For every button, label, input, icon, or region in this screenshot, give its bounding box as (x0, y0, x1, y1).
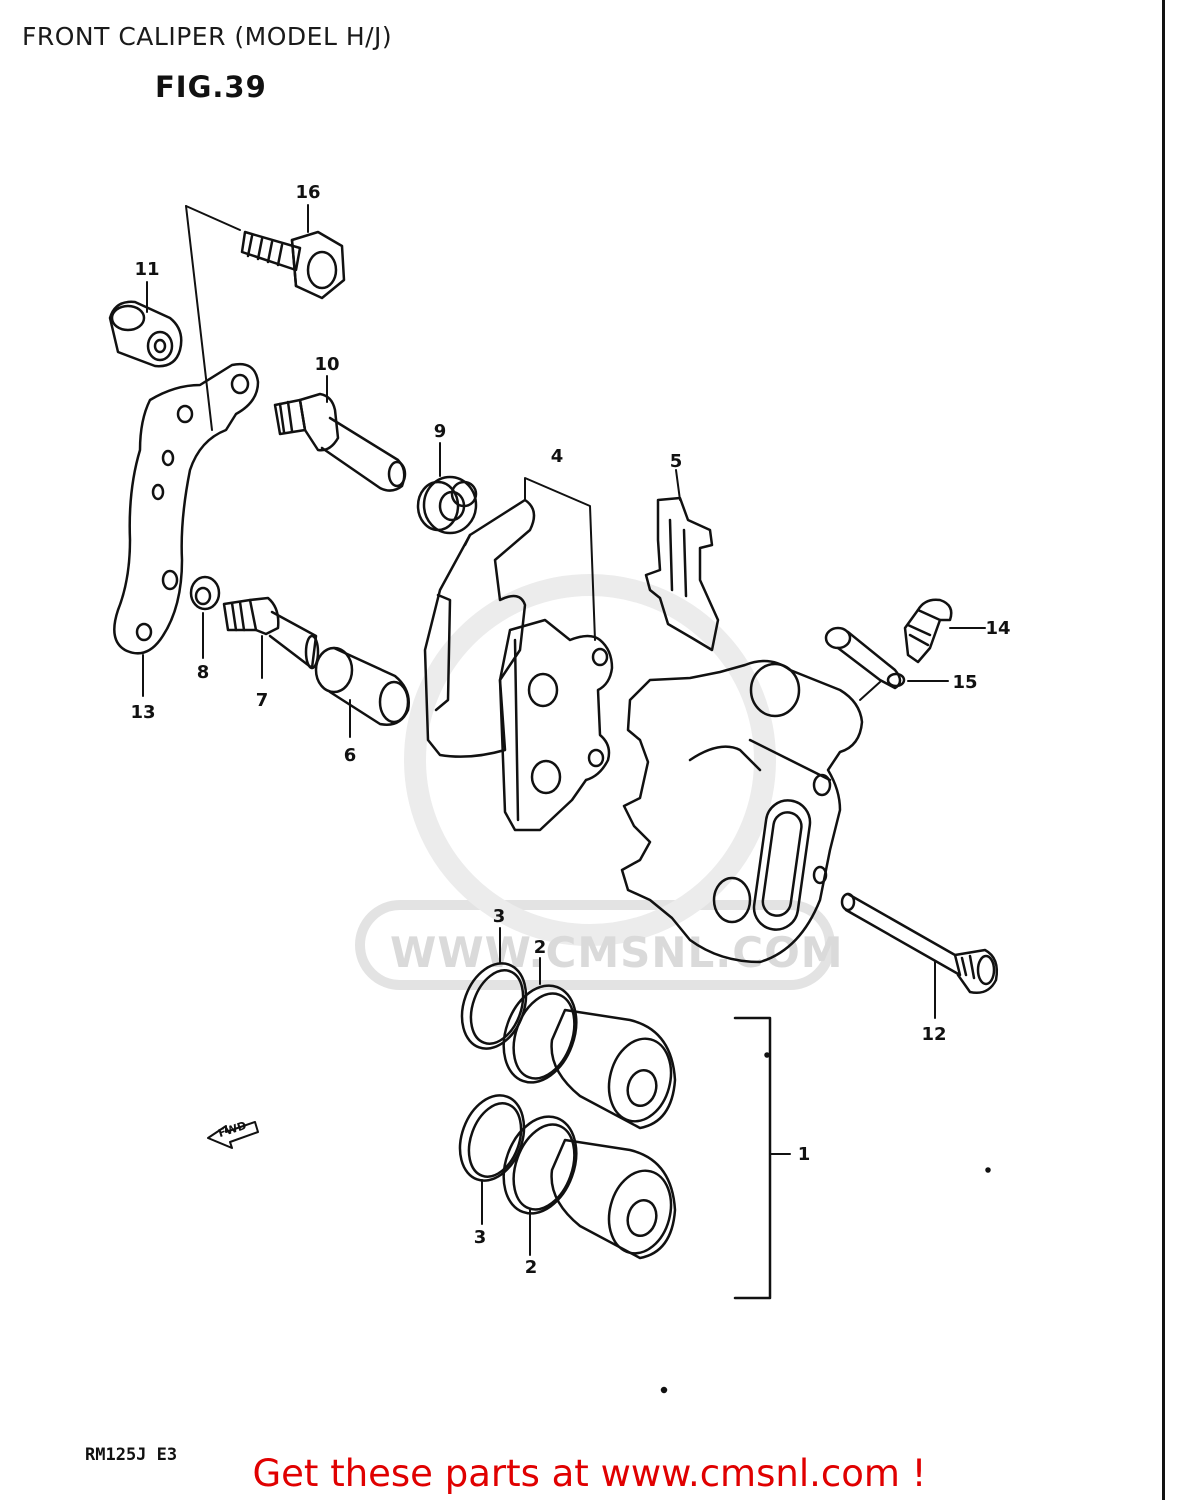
part-10-slide-pin (273, 392, 407, 492)
part-5-pad-spring (644, 469, 720, 652)
seal-set-lower (458, 1094, 677, 1260)
callout-9: 9 (433, 421, 447, 442)
callout-16: 16 (295, 182, 321, 203)
callout-3-lower: 3 (473, 1227, 487, 1248)
forward-arrow-icon (207, 1121, 259, 1149)
right-border-line (1162, 0, 1165, 1500)
caliper-body (620, 659, 881, 964)
part-11-sleeve (108, 300, 183, 368)
part-12-slide-bolt (840, 892, 999, 1019)
model-code: RM125J E3 (85, 1445, 178, 1465)
part-4-brake-pad-front (498, 618, 614, 832)
figure-number: FIG.39 (155, 70, 267, 104)
part-13-mounting-bracket (113, 362, 260, 655)
callout-7: 7 (255, 690, 269, 711)
part-8-washer (189, 575, 221, 659)
callout-12: 12 (921, 1024, 947, 1045)
callout-3-upper: 3 (492, 906, 506, 927)
callout-1: 1 (797, 1144, 811, 1165)
callout-5: 5 (669, 451, 683, 472)
callout-11: 11 (134, 259, 160, 280)
part-14-bleeder-screw (903, 598, 986, 664)
callout-14: 14 (985, 618, 1011, 639)
part-9-boot (416, 475, 478, 535)
callout-13: 13 (130, 702, 156, 723)
part-15-bleeder-cap (824, 626, 949, 690)
callout-2-lower: 2 (524, 1257, 538, 1278)
page-title: FRONT CALIPER (MODEL H/J) (22, 22, 393, 51)
buy-parts-link[interactable]: Get these parts at www.cmsnl.com ! (252, 1452, 927, 1495)
part-6-pin-sleeve (314, 646, 410, 738)
part-4-brake-pad-rear (423, 498, 536, 758)
callout-6: 6 (343, 745, 357, 766)
watermark-text: WWW.CMSNL.COM (390, 928, 844, 977)
part-7-slide-pin (222, 596, 320, 679)
seal-set-upper (460, 962, 677, 1130)
callout-15: 15 (952, 672, 978, 693)
callout-4: 4 (550, 446, 564, 467)
callout-10: 10 (314, 354, 340, 375)
callout-8: 8 (196, 662, 210, 683)
callout-2-upper: 2 (533, 937, 547, 958)
part-16-flange-bolt (240, 230, 346, 300)
